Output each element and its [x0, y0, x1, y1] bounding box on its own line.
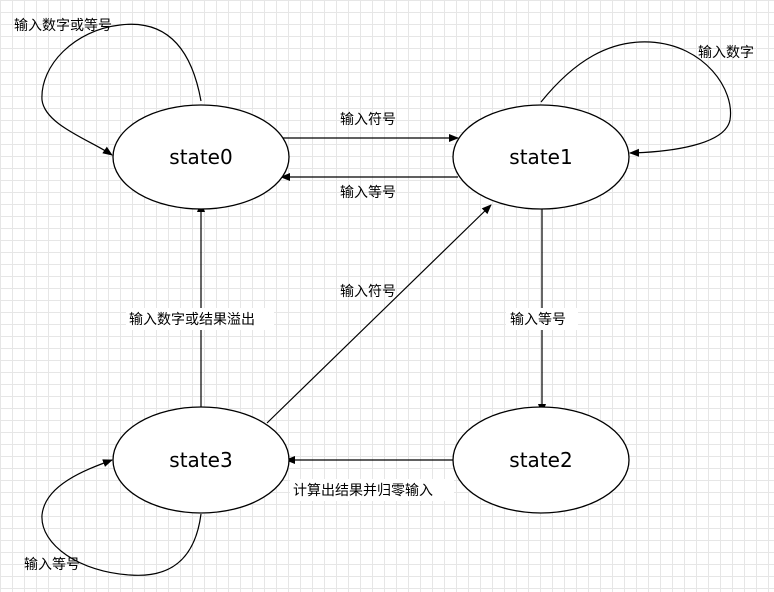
label-state3-to-state1: 输入符号: [340, 284, 396, 300]
edge-state0-self: [41, 23, 202, 156]
state2-label: state2: [509, 448, 572, 472]
state-node-state1[interactable]: state1: [452, 104, 630, 210]
edge-state3-self: [41, 459, 202, 576]
state-node-state3[interactable]: state3: [112, 406, 290, 514]
label-state3-to-state0: 输入数字或结果溢出: [129, 312, 255, 328]
state0-label: state0: [169, 145, 232, 169]
edge-state3-to-state1: [266, 204, 492, 424]
state1-ellipse: [452, 104, 630, 210]
label-state1-self: 输入数字: [698, 45, 754, 61]
state0-ellipse: [112, 104, 290, 210]
label-bg-s2-to-s3: [290, 479, 454, 501]
state1-label: state1: [509, 145, 572, 169]
label-state1-to-state0: 输入等号: [340, 184, 396, 201]
state-node-state2[interactable]: state2: [452, 406, 630, 514]
label-state1-to-state2: 输入等号: [510, 311, 566, 328]
label-state0-to-state1: 输入符号: [340, 112, 396, 128]
label-state3-self: 输入等号: [24, 556, 80, 573]
label-bg-s3-to-s0: [126, 308, 274, 330]
label-bg-s1-to-s2: [506, 308, 578, 330]
state3-ellipse: [112, 406, 290, 514]
edge-state1-self: [540, 41, 732, 157]
state-node-state0[interactable]: state0: [112, 104, 290, 210]
state2-ellipse: [452, 406, 630, 514]
label-state0-self: 输入数字或等号: [14, 17, 112, 34]
state3-label: state3: [169, 448, 232, 472]
label-state2-to-state3: 计算出结果并归零输入: [293, 482, 433, 499]
